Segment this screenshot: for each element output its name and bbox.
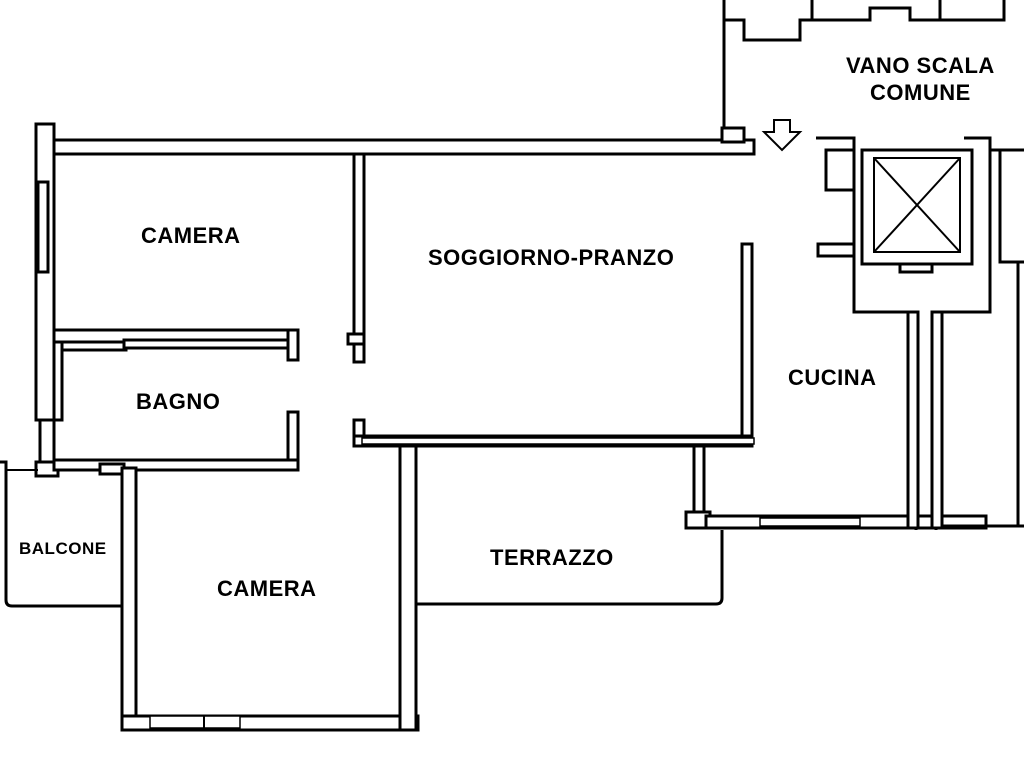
room-label-bagno: BAGNO — [136, 389, 221, 414]
room-label-balcone: BALCONE — [19, 539, 107, 558]
right-edge — [942, 262, 1024, 528]
room-label-soggiorno: SOGGIORNO-PRANZO — [428, 245, 675, 270]
stairwell-label: VANO SCALA COMUNE — [846, 52, 995, 106]
room-label-camera-bottom: CAMERA — [217, 576, 317, 601]
stairwell-label-line2: COMUNE — [870, 80, 971, 105]
bagno-walls — [52, 338, 300, 476]
soggiorno-walls — [352, 242, 755, 448]
room-label-cucina: CUCINA — [788, 365, 877, 390]
camera-bottom-walls — [120, 444, 420, 732]
stairwell-outline — [722, 0, 1006, 42]
camera-top-walls — [52, 152, 366, 422]
cucina-walls — [684, 310, 988, 530]
west-wall — [34, 122, 60, 478]
balcone-outline — [0, 460, 122, 608]
room-label-terrazzo: TERRAZZO — [490, 545, 614, 570]
north-wall — [52, 0, 756, 156]
stairwell-label-line1: VANO SCALA — [846, 53, 995, 78]
entrance-arrow-icon — [761, 119, 803, 152]
room-label-camera-top: CAMERA — [141, 223, 241, 248]
lift-shaft — [816, 136, 1024, 530]
terrazzo-outline — [416, 444, 724, 606]
